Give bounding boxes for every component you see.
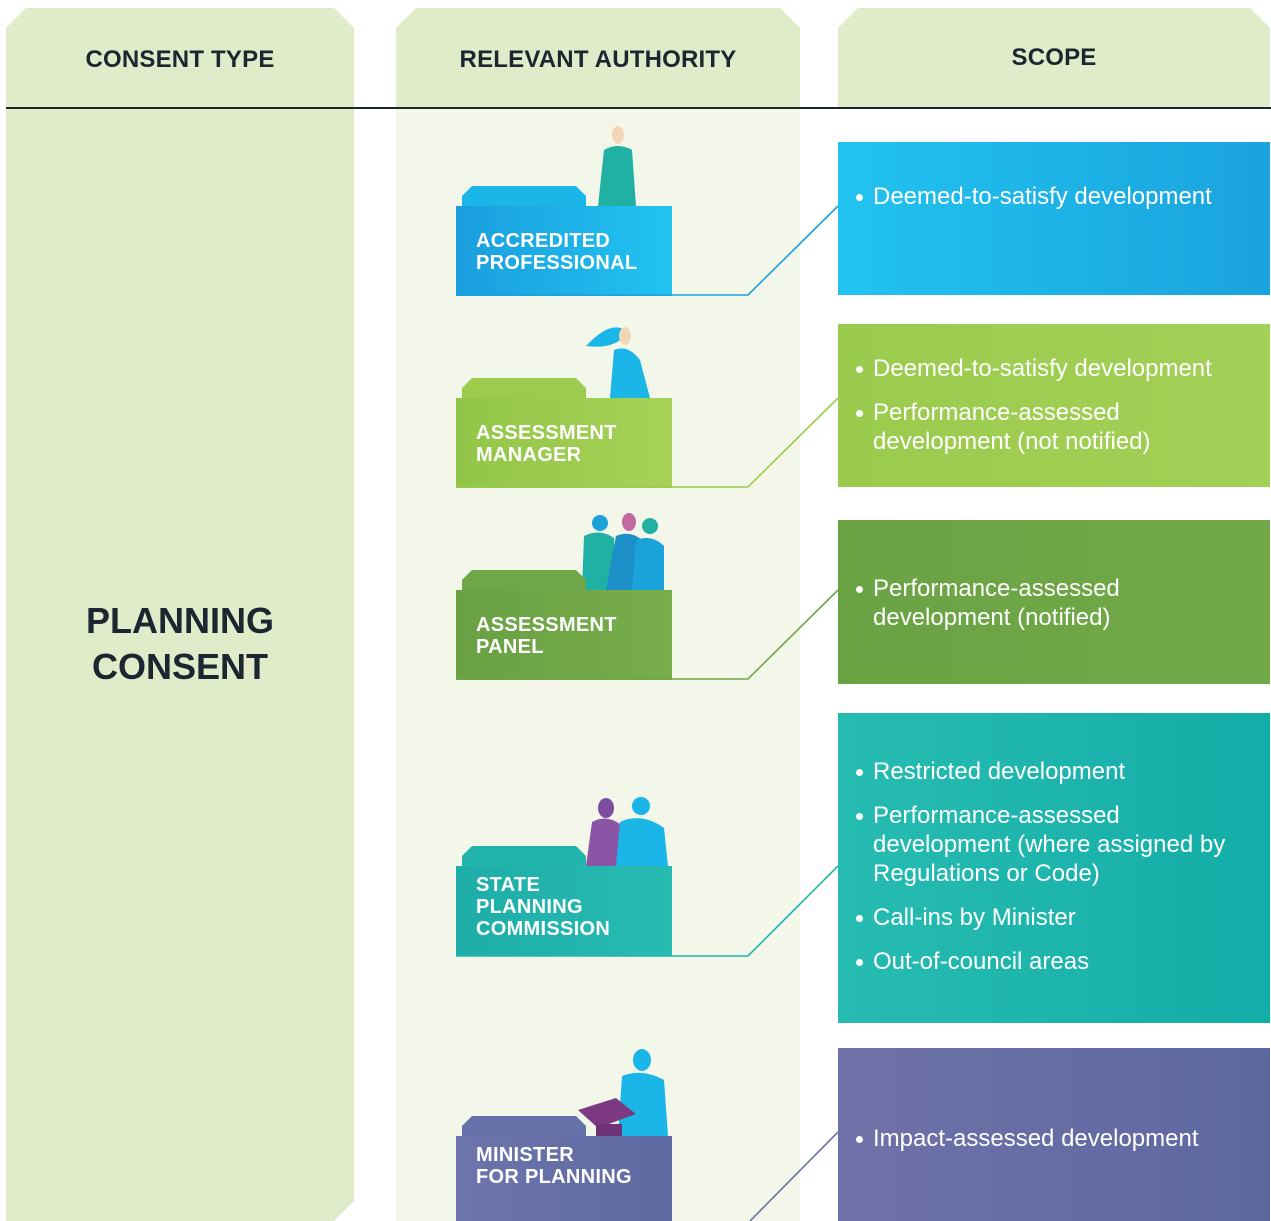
folder-tab bbox=[462, 186, 586, 206]
authority-line-1: ACCREDITED bbox=[476, 230, 611, 252]
authority-label: ACCREDITED PROFESSIONAL bbox=[476, 230, 637, 274]
folder-tab bbox=[462, 1116, 586, 1136]
scope-item: Impact-assessed development bbox=[854, 1124, 1260, 1153]
folder-body: MINISTER FOR PLANNING bbox=[456, 1136, 672, 1221]
folder-tab bbox=[462, 570, 586, 590]
authority-line-2: PANEL bbox=[476, 636, 544, 658]
authority-line-2: PLANNING bbox=[476, 896, 583, 918]
folder-body: ASSESSMENT MANAGER bbox=[456, 398, 672, 488]
scope-item: Call-ins by Minister bbox=[854, 903, 1260, 932]
scope-box-state-planning-commission: Restricted development Performance-asses… bbox=[838, 713, 1270, 1023]
scope-list: Impact-assessed development bbox=[854, 1124, 1260, 1168]
folder-tab bbox=[462, 846, 586, 866]
authority-label: MINISTER FOR PLANNING bbox=[476, 1144, 632, 1188]
folder-body: STATE PLANNING COMMISSION bbox=[456, 866, 672, 956]
header-divider bbox=[6, 107, 1271, 109]
scope-box-assessment-manager: Deemed-to-satisfy development Performanc… bbox=[838, 324, 1270, 487]
authority-line-2: FOR PLANNING bbox=[476, 1166, 632, 1188]
authority-line-2: MANAGER bbox=[476, 444, 582, 466]
folder-body: ASSESSMENT PANEL bbox=[456, 590, 672, 680]
authority-line-1: ASSESSMENT bbox=[476, 614, 617, 636]
scope-box-assessment-panel: Performance-assessed development (notifi… bbox=[838, 520, 1270, 684]
connector-line bbox=[456, 397, 839, 488]
connector-line bbox=[749, 1131, 839, 1221]
scope-item: Deemed-to-satisfy development bbox=[854, 182, 1260, 211]
header-consent-type: CONSENT TYPE bbox=[85, 46, 275, 73]
scope-item: Deemed-to-satisfy development bbox=[854, 354, 1260, 383]
consent-line-1: PLANNING bbox=[86, 600, 274, 641]
header-scope: SCOPE bbox=[1011, 44, 1097, 71]
scope-box-minister-for-planning: Impact-assessed development bbox=[838, 1048, 1270, 1221]
scope-list: Deemed-to-satisfy development Performanc… bbox=[854, 354, 1260, 471]
folder-tab bbox=[462, 378, 586, 398]
person-icon bbox=[598, 126, 636, 206]
pair-icon bbox=[586, 797, 668, 866]
planning-consent-label: PLANNING CONSENT bbox=[6, 598, 354, 690]
minister-icon bbox=[578, 1049, 668, 1136]
scope-list: Performance-assessed development (notifi… bbox=[854, 574, 1260, 647]
relevant-authority-header-bg bbox=[396, 8, 800, 108]
connector-line bbox=[456, 205, 839, 296]
consent-line-2: CONSENT bbox=[91, 646, 268, 687]
connector-line bbox=[456, 589, 839, 680]
folder-body: ACCREDITED PROFESSIONAL bbox=[456, 206, 672, 296]
scope-box-accredited-professional: Deemed-to-satisfy development bbox=[838, 142, 1270, 295]
scope-item: Restricted development bbox=[854, 757, 1260, 786]
consent-type-column bbox=[6, 8, 354, 1221]
scope-item: Performance-assessed development (notifi… bbox=[854, 574, 1260, 632]
authority-label: STATE PLANNING COMMISSION bbox=[476, 874, 610, 940]
group-icon bbox=[582, 513, 664, 590]
authority-line-2: PROFESSIONAL bbox=[476, 252, 638, 274]
person-icon bbox=[586, 327, 650, 398]
scope-header-bg bbox=[838, 8, 1270, 108]
authority-label: ASSESSMENT PANEL bbox=[476, 614, 617, 658]
scope-list: Deemed-to-satisfy development bbox=[854, 182, 1260, 226]
scope-item: Performance-assessed development (where … bbox=[854, 801, 1260, 888]
scope-item: Out-of-council areas bbox=[854, 947, 1260, 976]
header-relevant-authority: RELEVANT AUTHORITY bbox=[459, 46, 737, 73]
authority-label: ASSESSMENT MANAGER bbox=[476, 422, 617, 466]
authority-line-1: STATE bbox=[476, 874, 541, 896]
scope-list: Restricted development Performance-asses… bbox=[854, 757, 1260, 991]
authority-line-1: MINISTER bbox=[476, 1144, 574, 1166]
authority-line-3: COMMISSION bbox=[476, 918, 611, 940]
authority-line-1: ASSESSMENT bbox=[476, 422, 617, 444]
scope-item: Performance-assessed development (not no… bbox=[854, 398, 1260, 456]
connector-line bbox=[456, 865, 839, 957]
